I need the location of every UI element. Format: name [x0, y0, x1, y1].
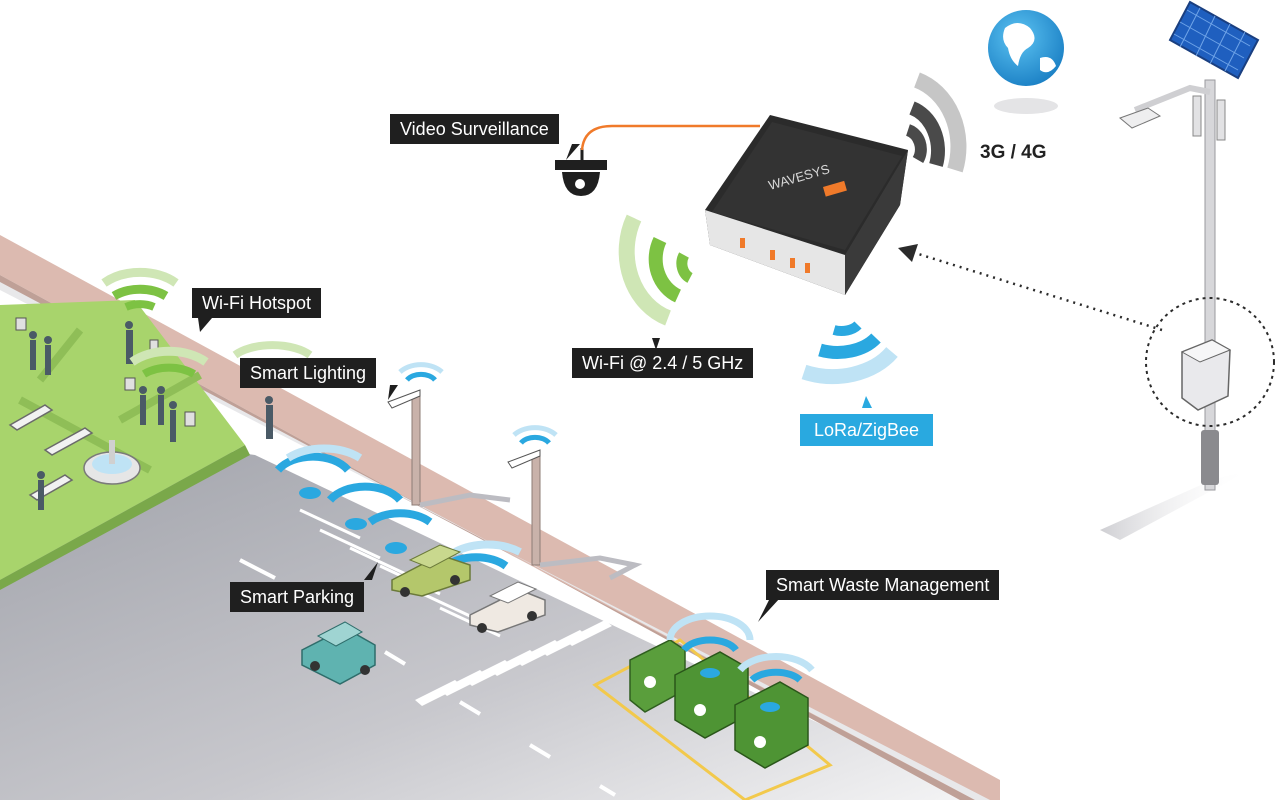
label-cellular: 3G / 4G	[980, 142, 1047, 163]
lora-signal-icon	[801, 321, 898, 384]
callout-pointers	[198, 144, 780, 622]
street-lamp	[387, 389, 541, 566]
label-wifi-hotspot: Wi-Fi Hotspot	[192, 288, 322, 318]
solar-pole	[1119, 0, 1275, 491]
dotted-arrow	[898, 244, 1163, 332]
waste-signal-icon	[666, 612, 815, 712]
car-white	[469, 581, 546, 633]
wifi-signal-icon	[101, 267, 313, 378]
road-markings	[239, 558, 617, 797]
globe-icon	[988, 10, 1064, 114]
camera-cable	[580, 124, 760, 151]
crosswalk	[415, 620, 612, 706]
car-green	[391, 544, 471, 597]
fountain	[83, 440, 141, 485]
car-teal	[301, 621, 376, 685]
people	[29, 321, 273, 510]
parking-sensor-icon	[299, 487, 407, 554]
router-device: WAVESYS	[705, 115, 908, 295]
lamp-shadow	[419, 492, 643, 581]
park-bollards	[15, 317, 196, 427]
label-smart-lighting: Smart Lighting	[240, 358, 377, 388]
label-video-surveillance: Video Surveillance	[390, 114, 559, 144]
label-lora-zigbee: LoRa/ZigBee	[800, 414, 934, 446]
label-wifi-frequency: Wi-Fi @ 2.4 / 5 GHz	[572, 348, 754, 378]
parking-signal-icon	[274, 444, 522, 570]
pole-shadow	[1100, 470, 1250, 540]
router-ports	[740, 238, 810, 273]
label-smart-waste-management: Smart Waste Management	[766, 570, 1000, 600]
camera-icon	[555, 148, 607, 196]
cellular-signal-icon	[905, 72, 967, 173]
label-smart-parking: Smart Parking	[230, 582, 365, 612]
router-tag	[823, 180, 847, 197]
wifi-router-signal-icon	[618, 214, 694, 326]
lamp-signal-icon	[398, 362, 558, 445]
waste-bin	[629, 639, 809, 769]
